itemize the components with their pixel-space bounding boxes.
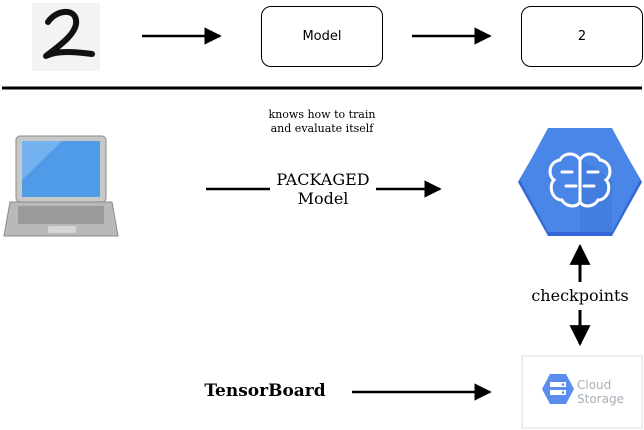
model-label: Model <box>302 29 342 44</box>
packaged-label-line1: PACKAGED <box>276 170 370 189</box>
packaged-label-line2: Model <box>297 189 349 208</box>
cloud-storage-label: Cloud Storage <box>577 378 624 406</box>
checkpoints-label: checkpoints <box>520 286 640 306</box>
output-label: 2 <box>577 29 587 44</box>
mnist-digit-image <box>32 3 100 71</box>
cloud-storage-line1: Cloud <box>577 378 612 392</box>
cloud-storage-line2: Storage <box>577 392 624 406</box>
laptop-icon <box>3 135 119 237</box>
ml-engine-brain-icon <box>518 128 642 236</box>
cloud-storage-card <box>521 355 643 429</box>
tensorboard-label: TensorBoard <box>204 381 326 401</box>
output-box: 2 <box>521 6 643 67</box>
packaged-note: knows how to train and evaluate itself <box>222 108 422 136</box>
packaged-model-label: PACKAGED Model <box>262 170 384 208</box>
packaged-note-line1: knows how to train <box>268 108 376 121</box>
packaged-note-line2: and evaluate itself <box>270 122 374 135</box>
model-box: Model <box>261 6 383 67</box>
